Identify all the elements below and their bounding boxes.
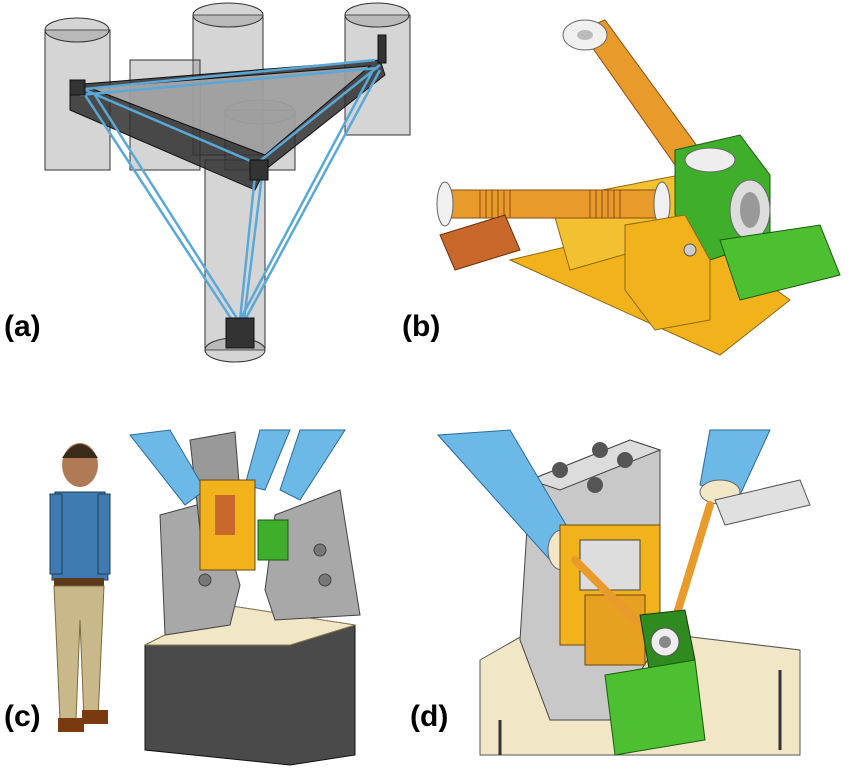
panel-label-a: (a) <box>4 310 41 343</box>
panel-c: (c) <box>0 420 420 774</box>
panel-d: (d) <box>410 420 850 774</box>
panel-a-illustration <box>44 2 411 363</box>
horizontal-bellows <box>436 181 671 227</box>
green-mount <box>604 609 706 756</box>
panel-label-b: (b) <box>402 310 441 343</box>
background-cylinders <box>44 2 411 363</box>
copper-block <box>439 214 521 271</box>
green-breadboard <box>719 224 841 301</box>
orange-rods <box>571 501 714 624</box>
link-bar <box>714 479 811 526</box>
diagonal-bellows <box>562 19 701 166</box>
end-effector <box>69 34 387 349</box>
panel-b-illustration <box>436 19 841 356</box>
panel-c-illustration <box>49 429 361 766</box>
panel-label-c: (c) <box>4 700 41 733</box>
panel-label-d: (d) <box>410 700 449 733</box>
mechanism-core <box>199 479 289 571</box>
blue-struts <box>129 429 346 506</box>
support-cables <box>74 58 382 321</box>
green-cube <box>674 134 771 261</box>
human-figure <box>49 443 111 732</box>
panel-a: (a) <box>0 0 420 380</box>
yellow-bracket <box>624 214 711 331</box>
panel-b: (b) <box>402 0 850 380</box>
panel-d-illustration <box>436 429 811 756</box>
triangle-frame <box>69 59 386 191</box>
